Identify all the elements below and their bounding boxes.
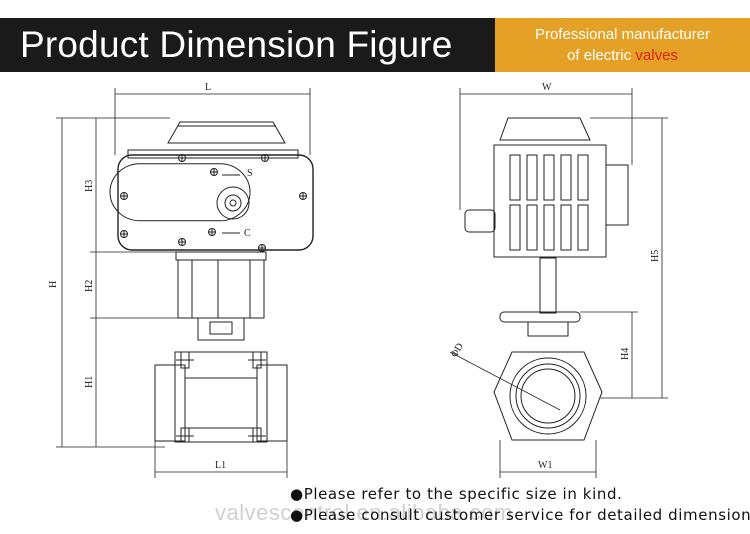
indicator-slot [109, 163, 251, 222]
side-actuator-body [493, 144, 607, 258]
side-stem [539, 257, 557, 314]
dim-label-H1: H1 [84, 376, 95, 388]
actuator-body [117, 154, 314, 251]
mounting-flange [175, 251, 267, 261]
tagline-line1: Professional manufacturer [534, 26, 711, 43]
tagline-prefix: of electric [567, 47, 636, 64]
side-view [449, 88, 668, 478]
tagline-line2: of electric valves [495, 47, 750, 64]
port-outer-circle [509, 357, 587, 435]
side-hex-body [493, 351, 603, 441]
note-2: ●Please consult customer service for det… [290, 506, 750, 524]
valve-body [174, 351, 268, 443]
dim-label-W1: W1 [538, 460, 552, 471]
end-cap-right [256, 364, 288, 442]
tagline-highlight: valves [635, 47, 678, 64]
side-dimension-lines [449, 88, 668, 478]
port-bore [520, 368, 576, 424]
dim-label-L: L [205, 82, 211, 93]
page-title: Product Dimension Figure [20, 24, 453, 65]
dim-label-H2: H2 [84, 280, 95, 292]
front-dimension-lines [56, 88, 311, 478]
dim-label-H: H [48, 281, 59, 288]
end-cap-left [154, 364, 186, 442]
marker-C: C [244, 228, 251, 239]
dim-label-H3: H3 [84, 180, 95, 192]
front-view [56, 88, 314, 478]
manual-override-box [605, 164, 629, 226]
body-bolts [176, 351, 266, 443]
dim-label-D: ΦD [449, 341, 466, 359]
mounting-bracket [177, 259, 265, 319]
dim-label-H4: H4 [620, 348, 631, 360]
note-1: ●Please refer to the specific size in ki… [290, 485, 623, 503]
stem-coupling [197, 317, 245, 341]
dim-label-H5: H5 [650, 250, 661, 262]
cover-screws [120, 154, 307, 252]
position-indicator [216, 186, 250, 220]
dim-label-W: W [542, 82, 552, 93]
watermark: valvescontrol.en.alibaba.com [215, 500, 513, 525]
marker-S: S [247, 168, 253, 179]
tagline-box: Professional manufacturer of electric va… [495, 18, 750, 72]
actuator-top-cover [167, 121, 286, 144]
side-top-cover [499, 117, 591, 141]
header-bar: Product Dimension Figure [0, 18, 495, 72]
cable-gland [464, 209, 496, 233]
cooling-fins [509, 154, 589, 251]
dim-label-L1: L1 [215, 460, 226, 471]
